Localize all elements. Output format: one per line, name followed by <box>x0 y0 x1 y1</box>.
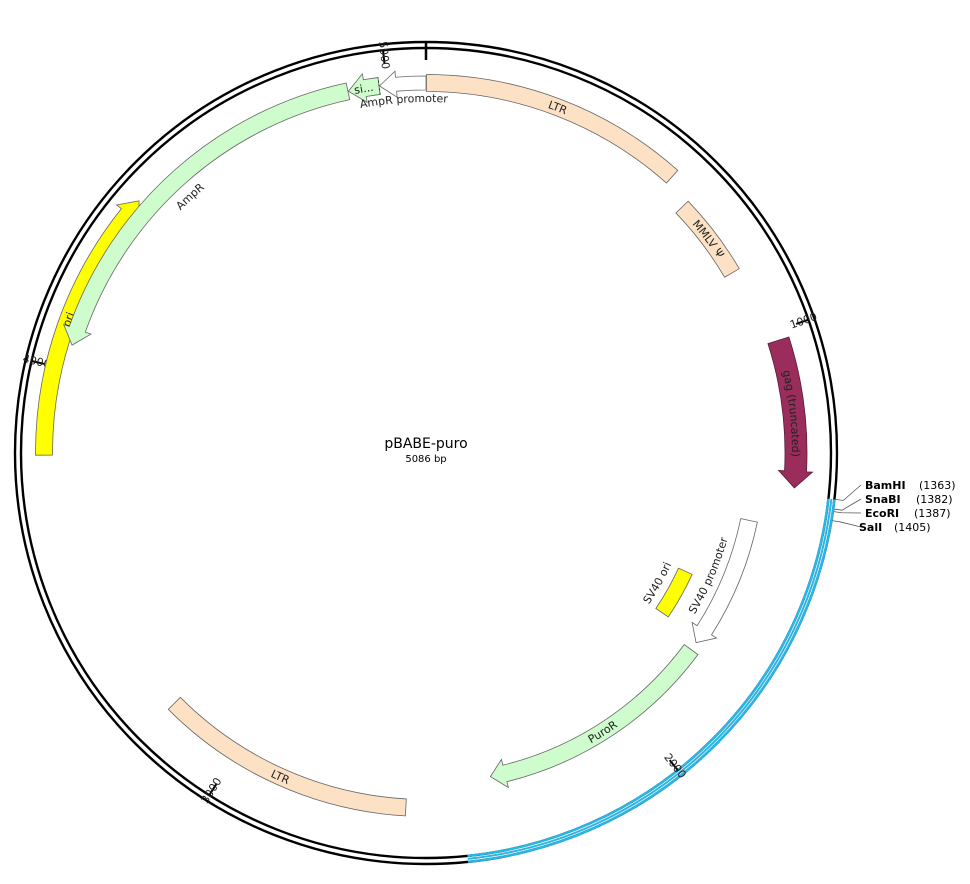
site-name-ecori: EcoRI <box>865 507 899 520</box>
plasmid-name: pBABE-puro <box>384 436 467 452</box>
feature-gag-truncated[interactable]: gag (truncated) <box>767 336 814 489</box>
feature-sv40-promoter[interactable]: SV40 promoter <box>686 518 758 644</box>
backbone-inner-ring <box>19 46 833 860</box>
restriction-sites: BamHI (1363) SnaBI (1382) EcoRI (1387) SalI (14… <box>832 479 956 534</box>
site-sali[interactable]: SalI (1405) <box>832 520 931 534</box>
tick-1000 <box>795 318 809 325</box>
mcs-highlight-arc <box>467 499 836 864</box>
tick-label-4000: 4000 <box>21 352 51 371</box>
site-leader-ecori <box>833 511 862 514</box>
mcs-highlight <box>467 498 836 864</box>
tick-5000 <box>382 50 386 64</box>
tick-4000 <box>31 360 45 365</box>
site-ecori[interactable]: EcoRI (1387) <box>833 507 951 520</box>
site-name-sali: SalI <box>859 521 882 534</box>
site-bamhi[interactable]: BamHI (1363) <box>835 479 956 501</box>
site-name-bamhi: BamHI <box>865 479 906 492</box>
site-pos-ecori: (1387) <box>914 507 951 520</box>
feature-shape-sv40-promoter <box>691 518 758 644</box>
site-pos-snabi: (1382) <box>916 493 953 506</box>
tick-2000 <box>668 759 679 771</box>
feature-shape-mmlv-psi <box>675 200 740 278</box>
site-pos-bamhi: (1363) <box>919 479 956 492</box>
tick-label-5000: 5000 <box>376 41 392 70</box>
backbone <box>13 40 839 866</box>
feature-ltr-3prime[interactable]: LTR <box>167 696 407 817</box>
site-leader-snabi <box>834 498 862 511</box>
mcs-highlight-arc <box>467 498 833 860</box>
center-title: pBABE-puro 5086 bp <box>384 436 467 465</box>
backbone-outer-ring <box>13 40 839 866</box>
site-snabi[interactable]: SnaBI (1382) <box>834 493 953 511</box>
plasmid-size: 5086 bp <box>405 454 446 465</box>
feature-shape-gag-truncated <box>767 336 814 489</box>
tick-label-1000: 1000 <box>788 310 819 331</box>
feature-mmlv-psi[interactable]: MMLV Ψ <box>675 200 740 278</box>
feature-shape-puror <box>489 643 699 789</box>
site-leader-bamhi <box>835 484 862 501</box>
feature-sv40-ori[interactable]: SV40 ori <box>640 560 693 618</box>
feature-label-text-signal-seq: si... <box>353 81 374 97</box>
tick-3000 <box>208 783 218 796</box>
feature-shape-ltr-3prime <box>167 696 407 817</box>
feature-shape-signal-seq <box>347 72 381 104</box>
feature-signal-seq[interactable]: si... <box>347 72 381 104</box>
mcs-highlight-arc <box>467 498 830 858</box>
site-name-snabi: SnaBI <box>865 493 901 506</box>
feature-shape-ampr <box>62 82 351 346</box>
feature-shape-ampr-promoter <box>378 70 427 98</box>
feature-shape-ltr-5prime <box>426 74 679 184</box>
feature-ltr-5prime[interactable]: LTR <box>426 74 679 184</box>
feature-ampr[interactable]: AmpR <box>62 82 351 346</box>
site-pos-sali: (1405) <box>894 521 931 534</box>
site-leader-sali <box>832 520 862 528</box>
feature-label-signal-seq: si... <box>353 81 374 97</box>
feature-shape-sv40-ori <box>655 567 693 618</box>
